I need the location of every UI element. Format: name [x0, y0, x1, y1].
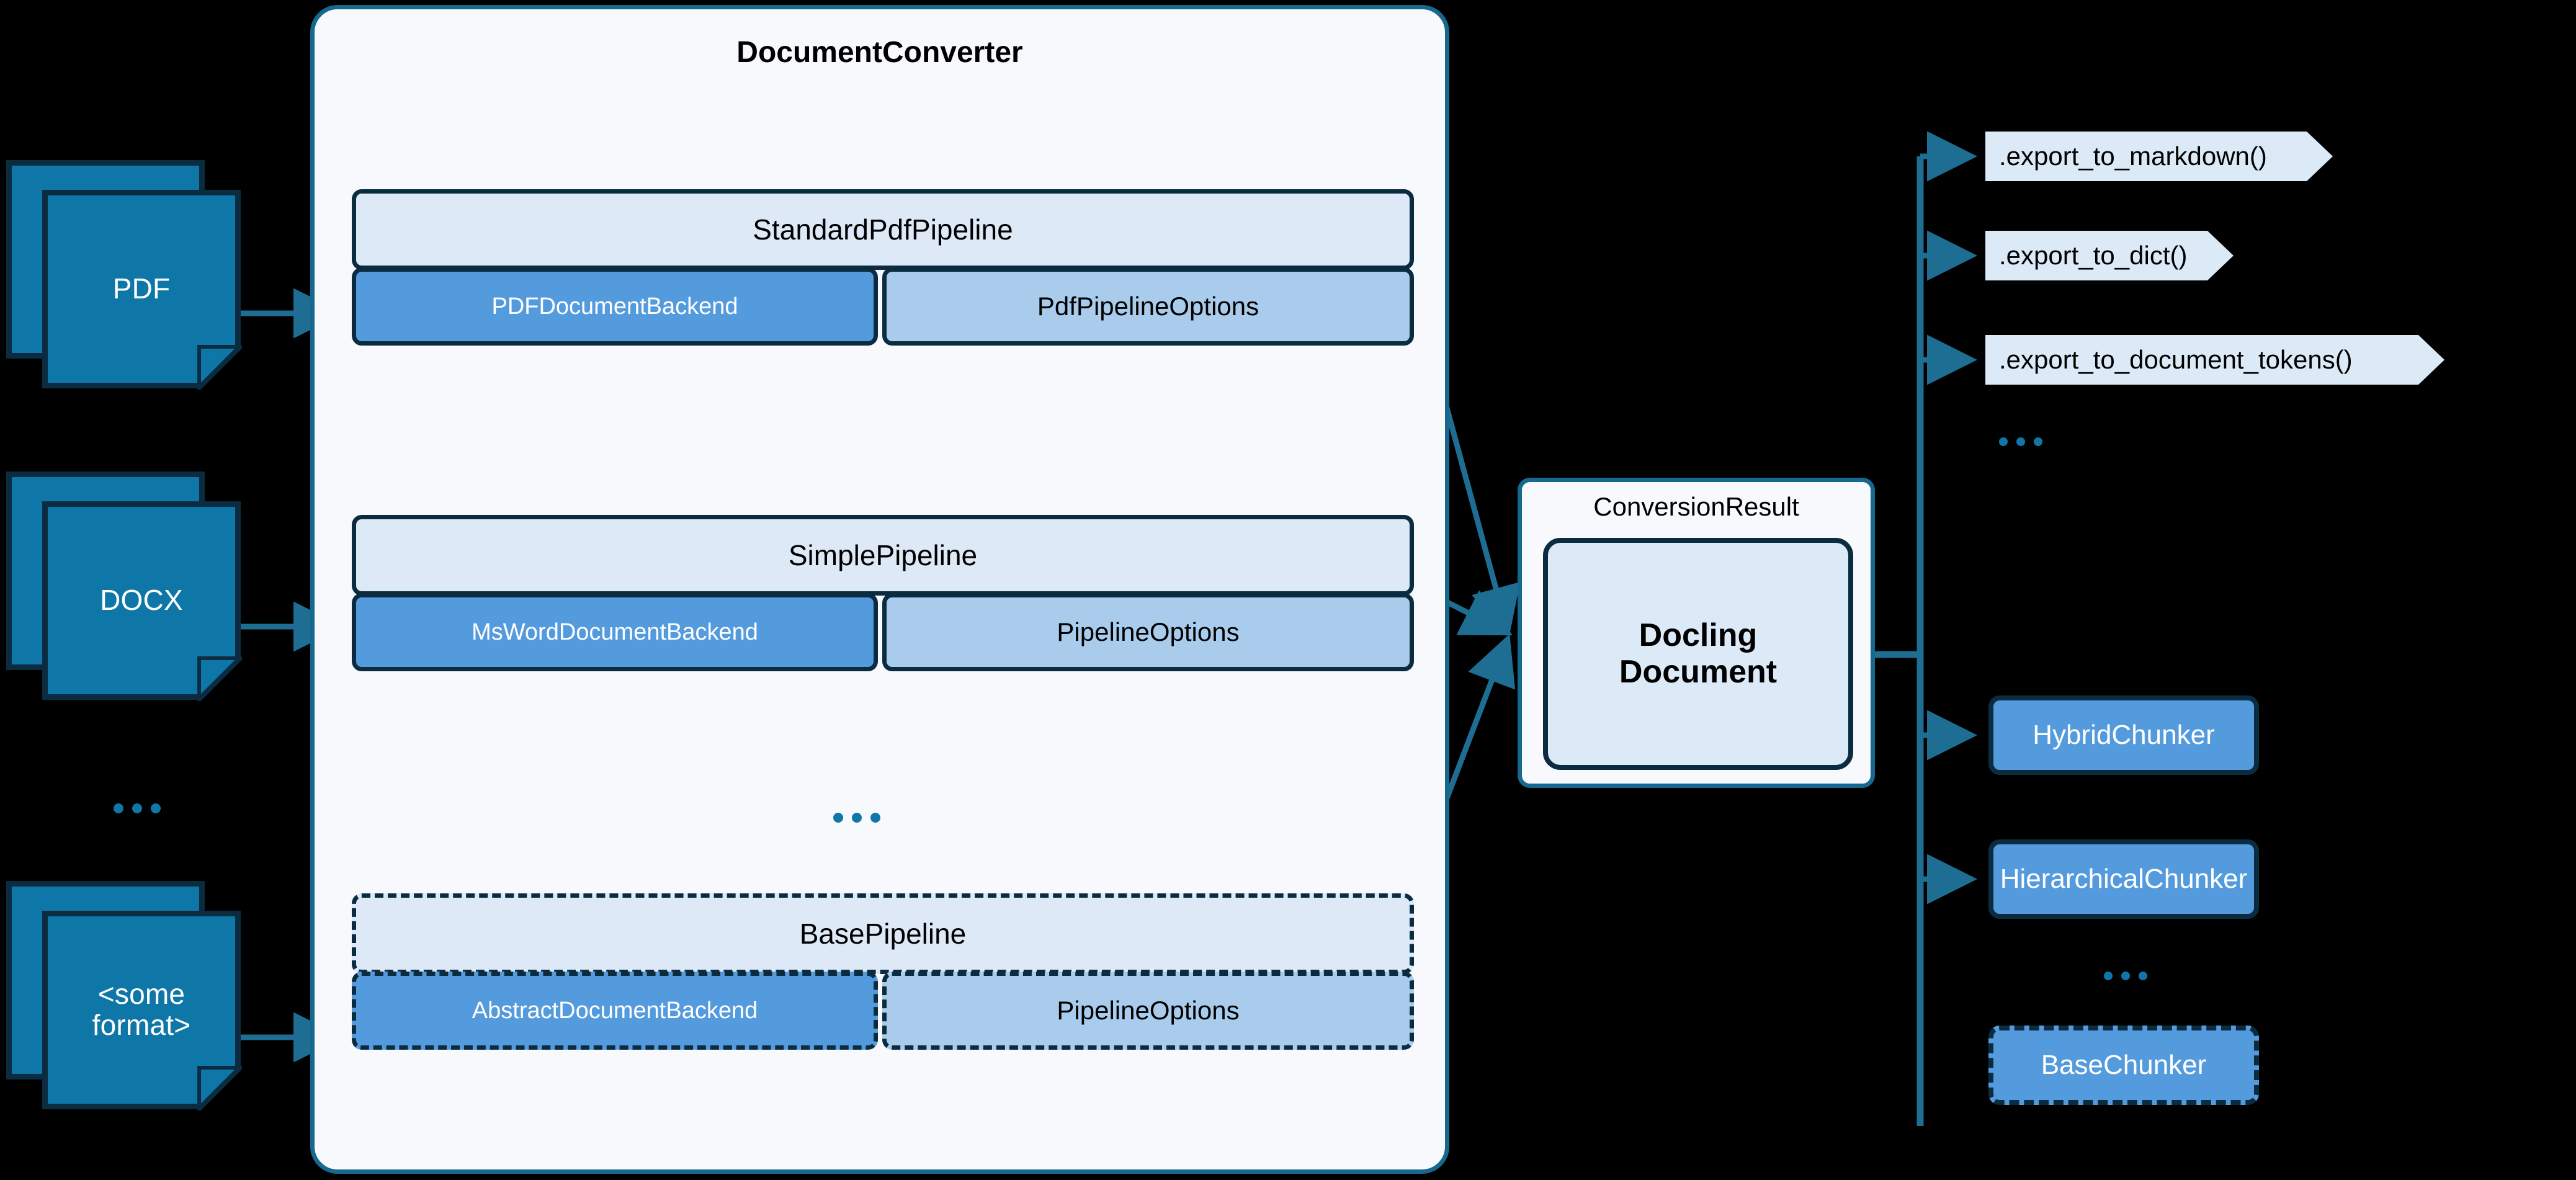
pipeline-components: AbstractDocumentBackend PipelineOptions	[352, 972, 1414, 1050]
docling-document-box[interactable]: Docling Document	[1543, 538, 1853, 770]
pipeline-group-standard-pdf[interactable]: StandardPdfPipeline PDFDocumentBackend P…	[352, 189, 1414, 346]
input-document-label: <some format>	[92, 978, 191, 1041]
export-method-label: .export_to_dict()	[1999, 241, 2188, 270]
conversion-result-container[interactable]: ConversionResult Docling Document	[1518, 478, 1875, 788]
pipeline-name: SimplePipeline	[352, 515, 1414, 596]
chunker-hierarchical[interactable]: HierarchicalChunker	[1988, 839, 2259, 919]
chunker-hybrid[interactable]: HybridChunker	[1988, 695, 2259, 775]
pipeline-backend[interactable]: MsWordDocumentBackend	[352, 593, 879, 671]
input-ellipsis	[114, 803, 161, 813]
ellipsis-dot	[852, 813, 862, 823]
ellipsis-dot	[2016, 437, 2025, 446]
pipeline-components: MsWordDocumentBackend PipelineOptions	[352, 593, 1414, 671]
result-trunk	[1875, 156, 1924, 1126]
pipeline-backend[interactable]: AbstractDocumentBackend	[352, 972, 879, 1050]
pipeline-options[interactable]: PipelineOptions	[882, 593, 1414, 671]
document-front-sheet: PDF	[42, 190, 241, 388]
ellipsis-dot	[151, 803, 161, 813]
pipeline-options[interactable]: PdfPipelineOptions	[882, 267, 1414, 346]
ellipsis-dot	[2034, 437, 2042, 446]
chunker-base[interactable]: BaseChunker	[1988, 1026, 2259, 1105]
input-document-docx[interactable]: DOCX	[6, 472, 248, 707]
ellipsis-dot	[870, 813, 880, 823]
export-method-label: .export_to_document_tokens()	[1999, 345, 2353, 374]
document-converter-container: DocumentConverter StandardPdfPipeline PD…	[310, 5, 1449, 1174]
document-front-sheet: <some format>	[42, 911, 241, 1109]
ellipsis-dot	[132, 803, 142, 813]
pipeline-name: StandardPdfPipeline	[352, 189, 1414, 270]
document-front-sheet: DOCX	[42, 501, 241, 700]
ellipsis-dot	[833, 813, 843, 823]
chunker-branch-arrows	[1920, 710, 1977, 905]
input-document-label: PDF	[112, 272, 171, 305]
export-branch-arrows	[1920, 131, 1977, 385]
ellipsis-dot	[2139, 972, 2147, 980]
export-method-markdown[interactable]: .export_to_markdown()	[1985, 132, 2333, 181]
export-method-document-tokens[interactable]: .export_to_document_tokens()	[1985, 335, 2444, 385]
ellipsis-dot	[114, 803, 123, 813]
input-document-label: DOCX	[100, 584, 183, 617]
export-ellipsis	[1999, 437, 2042, 446]
pipeline-options[interactable]: PipelineOptions	[882, 972, 1414, 1050]
input-document-pdf[interactable]: PDF	[6, 160, 248, 396]
chunker-ellipsis	[2104, 972, 2147, 980]
export-method-dict[interactable]: .export_to_dict()	[1985, 231, 2234, 280]
chunker-label: HybridChunker	[2033, 720, 2215, 750]
pipeline-name: BasePipeline	[352, 893, 1414, 974]
pipeline-components: PDFDocumentBackend PdfPipelineOptions	[352, 267, 1414, 346]
ellipsis-dot	[2104, 972, 2113, 980]
input-document-other-format[interactable]: <some format>	[6, 881, 248, 1117]
document-converter-title: DocumentConverter	[736, 36, 1023, 69]
chunker-label: BaseChunker	[2041, 1050, 2207, 1080]
chunker-label: HierarchicalChunker	[2000, 864, 2248, 894]
pipeline-group-base[interactable]: BasePipeline AbstractDocumentBackend Pip…	[352, 893, 1414, 1050]
ellipsis-dot	[2121, 972, 2130, 980]
conversion-result-label: ConversionResult	[1593, 492, 1799, 521]
converter-ellipsis	[833, 813, 880, 823]
pipeline-group-simple[interactable]: SimplePipeline MsWordDocumentBackend Pip…	[352, 515, 1414, 671]
ellipsis-dot	[1999, 437, 2008, 446]
export-method-label: .export_to_markdown()	[1999, 141, 2267, 171]
pipeline-backend[interactable]: PDFDocumentBackend	[352, 267, 879, 346]
